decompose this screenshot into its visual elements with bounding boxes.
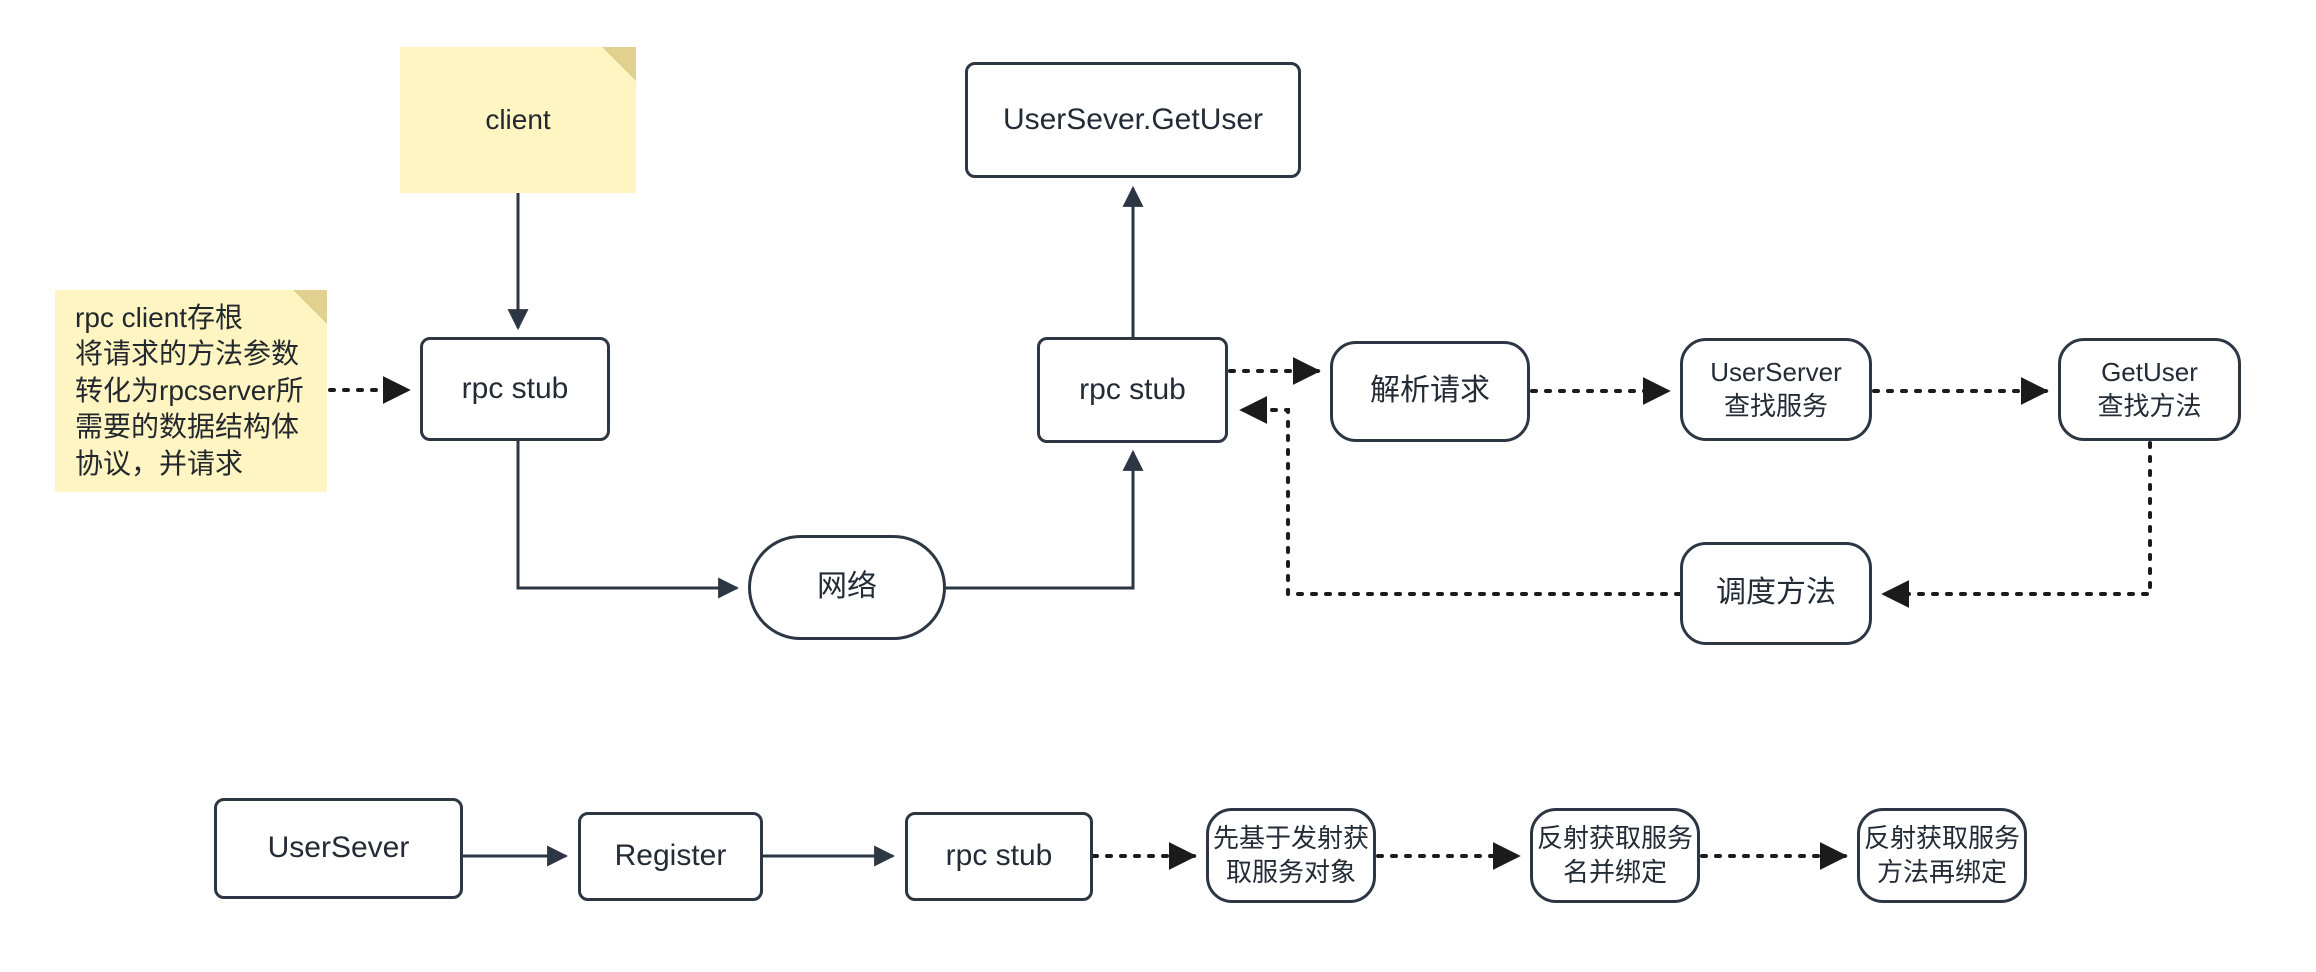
note-client[interactable]: client (400, 47, 636, 193)
node-bottom-rpc-stub[interactable]: rpc stub (905, 812, 1093, 901)
node-label: GetUser 查找方法 (2097, 357, 2202, 421)
node-reflect-object[interactable]: 先基于发射获 取服务对象 (1206, 808, 1376, 903)
node-userserver-getuser[interactable]: UserSever.GetUser (965, 62, 1301, 178)
node-label: 网络 (817, 570, 877, 604)
node-label: rpc stub (1079, 372, 1186, 406)
node-label: rpc stub (461, 371, 569, 405)
node-label: 先基于发射获 取服务对象 (1212, 823, 1369, 887)
node-label: 调度方法 (1716, 576, 1836, 610)
node-label: Register (614, 839, 727, 873)
node-reflect-name[interactable]: 反射获取服务 名并绑定 (1530, 808, 1700, 903)
node-label: 解析请求 (1370, 374, 1490, 408)
node-label: 反射获取服务 方法再绑定 (1863, 823, 2020, 887)
node-find-method[interactable]: GetUser 查找方法 (2058, 338, 2241, 441)
node-dispatch-method[interactable]: 调度方法 (1680, 542, 1872, 645)
node-parse-request[interactable]: 解析请求 (1330, 341, 1530, 442)
node-label: 反射获取服务 名并绑定 (1536, 823, 1693, 887)
note-rpc-client-stub-label: rpc client存根 将请求的方法参数 转化为rpcserver所 需要的数… (75, 302, 304, 479)
edge-stub-to-network (516, 441, 740, 599)
note-rpc-client-stub[interactable]: rpc client存根 将请求的方法参数 转化为rpcserver所 需要的数… (55, 290, 327, 492)
node-label: UserSever (267, 831, 410, 865)
node-client-rpc-stub[interactable]: rpc stub (420, 337, 610, 441)
node-network[interactable]: 网络 (748, 535, 946, 640)
node-label: rpc stub (945, 839, 1053, 873)
node-label: UserServer 查找服务 (1710, 357, 1842, 421)
note-client-label: client (485, 103, 551, 135)
node-bottom-userserver[interactable]: UserSever (214, 798, 463, 899)
node-find-service[interactable]: UserServer 查找服务 (1680, 338, 1872, 441)
edge-find-method-to-dispatch (1881, 441, 2152, 608)
node-label: UserSever.GetUser (1002, 102, 1264, 136)
edge-network-to-server-stub (946, 449, 1144, 590)
node-bottom-register[interactable]: Register (578, 812, 763, 901)
node-server-rpc-stub[interactable]: rpc stub (1037, 337, 1228, 443)
node-reflect-method[interactable]: 反射获取服务 方法再绑定 (1857, 808, 2027, 903)
